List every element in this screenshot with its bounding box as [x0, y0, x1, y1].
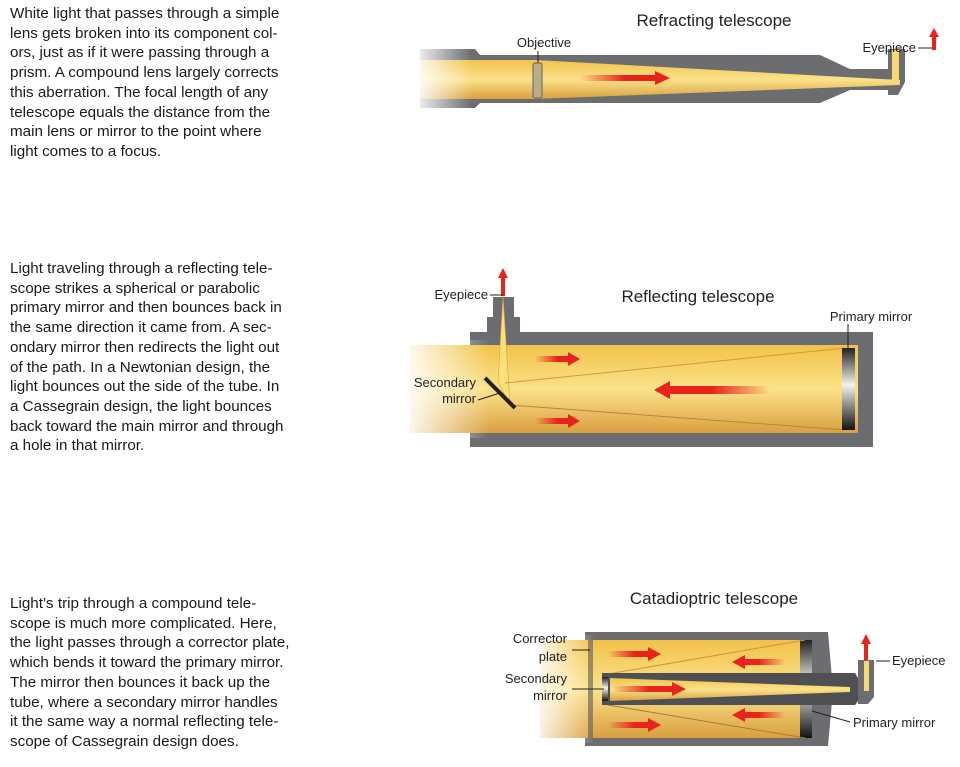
- reflecting-title: Reflecting telescope: [621, 287, 774, 306]
- secondary-mirror-label: mirror: [442, 391, 477, 406]
- text-line: scope of Cassegrain design does.: [10, 732, 239, 750]
- refracting-telescope-diagram: Refracting telescope Objective Eyepiece: [412, 11, 939, 113]
- eyepiece-label: Eyepiece: [435, 287, 488, 302]
- text-line: scope strikes a spherical or parabolic: [10, 279, 260, 297]
- light-direction-arrow: [580, 71, 670, 85]
- output-arrow-icon: [861, 634, 871, 660]
- catadioptric-telescope-diagram: Catadioptric telescope Corrector plate S…: [505, 589, 945, 746]
- text-line: telescope equals the distance from the: [10, 103, 271, 121]
- catadioptric-title: Catadioptric telescope: [630, 589, 798, 608]
- light-direction-arrow: [535, 352, 580, 366]
- objective-lens: [532, 62, 543, 99]
- primary-mirror-label: Primary mirror: [830, 309, 913, 324]
- light-direction-arrow: [732, 655, 785, 669]
- light-direction-arrow: [535, 414, 580, 428]
- text-line: a Cassegrain design, the light bounces: [10, 397, 272, 415]
- text-line: a hole in that mirror.: [10, 437, 145, 455]
- text-line: which bends it toward the primary mirror…: [10, 654, 284, 672]
- paragraph-reflecting: Light traveling through a reflecting tel…: [10, 259, 340, 456]
- text-line: light bounces out the side of the tube. …: [10, 378, 280, 396]
- text-line: ondary mirror then redirects the light o…: [10, 338, 280, 356]
- paragraph-refracting: White light that passes through a simple…: [10, 4, 340, 162]
- light-direction-arrow: [732, 708, 785, 722]
- text-line: of the path. In a Newtonian design, the: [10, 358, 271, 376]
- text-line: light comes to a focus.: [10, 142, 162, 160]
- text-line: Light’s trip through a compound tele-: [10, 595, 257, 612]
- eyepiece-label: Eyepiece: [892, 653, 945, 668]
- paragraph-catadioptric: Light’s trip through a compound tele- sc…: [10, 594, 340, 752]
- text-line: White light that passes through a simple: [10, 5, 280, 22]
- output-arrow-icon: [929, 28, 939, 50]
- light-direction-arrow: [608, 647, 661, 661]
- light-direction-arrow: [654, 381, 770, 399]
- text-line: the light passes through a corrector pla…: [10, 634, 290, 652]
- text-line: primary mirror and then bounces back in: [10, 299, 282, 317]
- secondary-mirror-label: mirror: [533, 688, 568, 703]
- corrector-plate-label: Corrector: [513, 631, 568, 646]
- primary-mirror-label: Primary mirror: [853, 715, 936, 730]
- text-line: scope is much more complicated. Here,: [10, 614, 277, 632]
- light-direction-arrow: [608, 718, 661, 732]
- light-direction-arrow: [612, 682, 686, 696]
- eyepiece-label: Eyepiece: [863, 40, 916, 55]
- refracting-title: Refracting telescope: [637, 11, 792, 30]
- reflecting-telescope-diagram: Reflecting telescope Eyepiece Primary mi…: [400, 268, 913, 447]
- text-line: ors, just as if it were passing through …: [10, 44, 270, 62]
- primary-mirror: [842, 348, 855, 430]
- text-line: back toward the main mirror and through: [10, 417, 284, 435]
- text-line: prism. A compound lens largely corrects: [10, 64, 279, 82]
- text-line: Light traveling through a reflecting tel…: [10, 260, 273, 277]
- objective-label: Objective: [517, 35, 571, 50]
- text-line: The mirror then bounces it back up the: [10, 673, 271, 691]
- secondary-mirror: [602, 677, 608, 701]
- corrector-plate-label: plate: [539, 649, 567, 664]
- text-line: tube, where a secondary mirror handles: [10, 693, 278, 711]
- output-arrow-icon: [498, 268, 508, 296]
- text-line: lens gets broken into its component col-: [10, 24, 278, 42]
- text-line: main lens or mirror to the point where: [10, 123, 262, 141]
- text-line: the same direction it came from. A sec-: [10, 319, 272, 337]
- text-line: this aberration. The focal length of any: [10, 83, 269, 101]
- secondary-mirror-label: Secondary: [505, 671, 568, 686]
- secondary-mirror-label: Secondary: [414, 375, 477, 390]
- text-line: it the same way a normal reflecting tele…: [10, 713, 279, 731]
